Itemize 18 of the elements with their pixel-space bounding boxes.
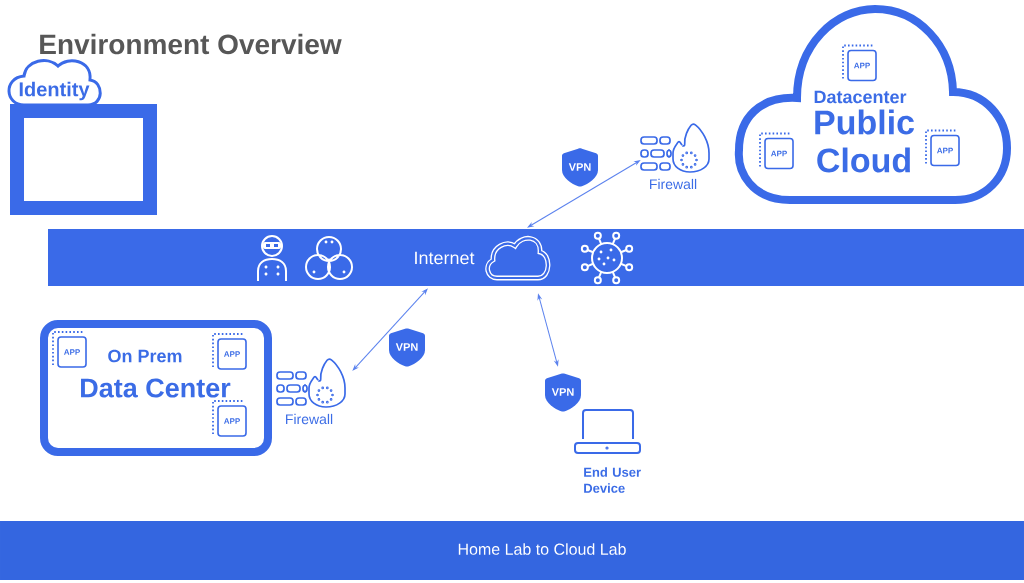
icon-label: End User Device [584, 467, 641, 493]
app-box: APP [212, 400, 247, 437]
title: Environment Overview [40, 33, 342, 55]
icon-label: Firewall [650, 178, 697, 190]
app-box: APP [759, 132, 794, 170]
app-box: APP [52, 331, 87, 368]
footer-band: Home Lab to Cloud Lab [0, 521, 1024, 580]
shield-badge: VPN [389, 328, 425, 367]
shield-badge: VPN [545, 373, 581, 412]
band: Internet [48, 229, 1024, 286]
arrow [527, 160, 640, 228]
shield-badge: VPN [562, 148, 598, 187]
icon-label: Firewall [286, 413, 333, 425]
app-box: APP [925, 129, 960, 167]
arrow [537, 294, 559, 366]
app-box: APP [842, 44, 877, 82]
app-box: APP [212, 333, 247, 370]
arrow [352, 288, 428, 371]
